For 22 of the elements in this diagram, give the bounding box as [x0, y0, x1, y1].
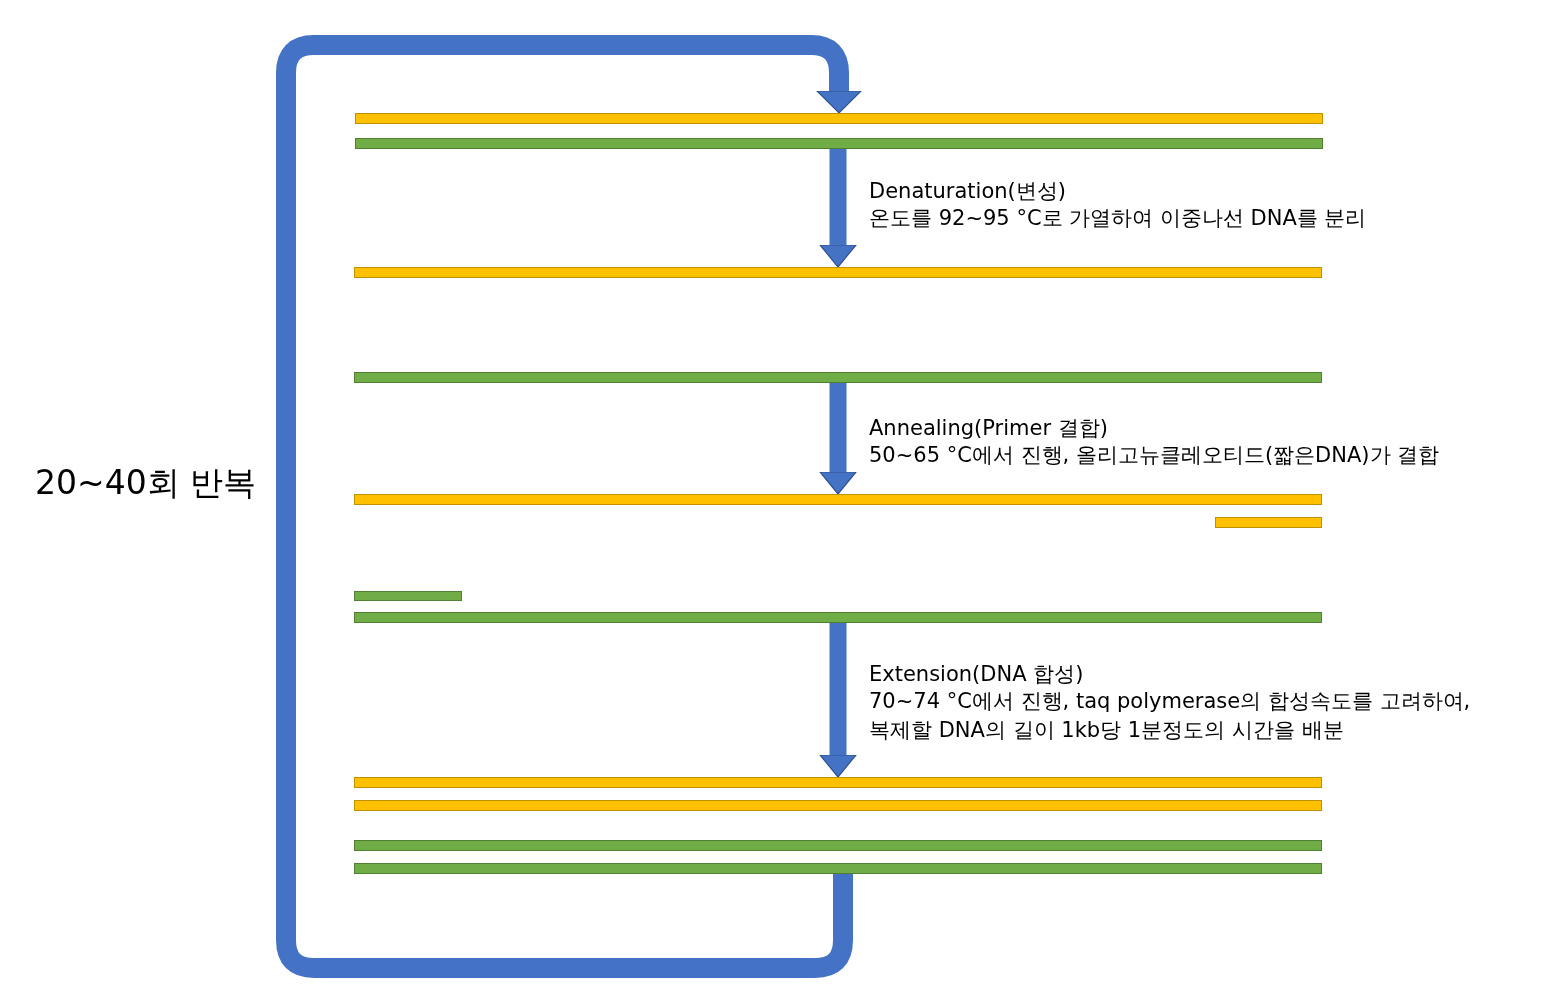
dna-strand [354, 777, 1322, 788]
step-title: Extension(DNA 합성) [869, 661, 1084, 688]
primer-strand [354, 591, 462, 601]
dna-strand [354, 494, 1322, 505]
dna-strand [355, 138, 1323, 149]
step-description: 온도를 92~95 °C로 가열하여 이중나선 DNA를 분리 [869, 205, 1368, 232]
primer-strand [1215, 517, 1322, 528]
step-title: Annealing(Primer 결합) [869, 415, 1108, 442]
loop-arrow [276, 35, 862, 978]
dna-strand [354, 863, 1322, 874]
dna-strand [354, 800, 1322, 811]
step-title: Denaturation(변성) [869, 178, 1066, 205]
arrow [819, 623, 857, 778]
dna-strand [355, 113, 1323, 124]
dna-strand [354, 612, 1322, 623]
arrow [819, 383, 857, 495]
step-description: 50~65 °C에서 진행, 올리고뉴클레오티드(짧은DNA)가 결합 [869, 442, 1441, 469]
dna-strand [354, 840, 1322, 851]
arrow [819, 149, 857, 268]
dna-strand [354, 267, 1322, 278]
step-description: 70~74 °C에서 진행, taq polymerase의 합성속도를 고려하여, 복제할 DNA의 길이 1kb당 1분정도의 시간을 배분 [869, 688, 1472, 744]
dna-strand [354, 372, 1322, 383]
